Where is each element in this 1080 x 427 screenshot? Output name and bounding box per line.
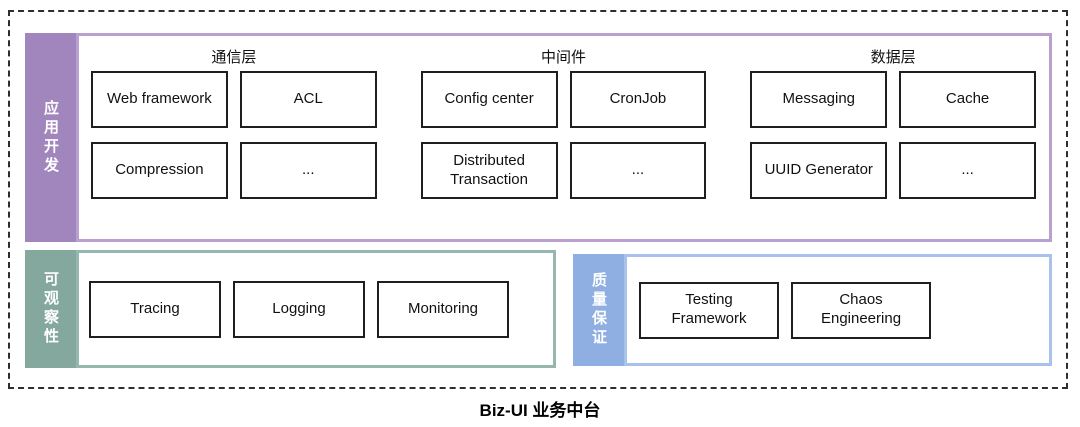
box-tracing: Tracing (89, 280, 221, 338)
box-uuid-generator: UUID Generator (750, 142, 888, 199)
group-middleware: 中间件 Config center CronJob Distributed Tr… (420, 44, 707, 239)
group-data-layer-label: 数据层 (870, 49, 916, 66)
section-quality-assurance: 质量保证 Testing Framework Chaos Engineering (573, 254, 1052, 366)
group-data-layer: 数据层 Messaging Cache UUID Generator ... (750, 44, 1037, 239)
section-observability-title: 可观察性 (42, 271, 59, 347)
box-communication-more: ... (239, 142, 377, 199)
box-middleware-more: ... (569, 142, 707, 199)
box-data-more: ... (899, 142, 1037, 199)
box-config-center: Config center (420, 71, 558, 128)
box-acl: ACL (239, 71, 377, 128)
section-app-development-sidebar: 应用开发 (25, 33, 76, 242)
group-middleware-label: 中间件 (541, 49, 587, 66)
box-web-framework: Web framework (91, 71, 228, 128)
box-monitoring: Monitoring (377, 280, 509, 338)
box-testing-framework: Testing Framework (639, 281, 779, 339)
section-app-development-content: 通信层 Web framework ACL Compression ... 中间… (76, 33, 1052, 242)
section-observability: 可观察性 Tracing Logging Monitoring (25, 250, 556, 368)
box-messaging: Messaging (750, 71, 888, 128)
group-data-layer-grid: Messaging Cache UUID Generator ... (750, 71, 1037, 199)
group-middleware-grid: Config center CronJob Distributed Transa… (420, 71, 707, 199)
platform-dashed-boundary (8, 10, 1068, 389)
box-chaos-engineering: Chaos Engineering (791, 281, 931, 339)
box-compression: Compression (91, 142, 228, 199)
box-distributed-transaction: Distributed Transaction (420, 142, 558, 199)
box-cronjob: CronJob (569, 71, 707, 128)
section-observability-sidebar: 可观察性 (25, 250, 76, 368)
box-logging: Logging (233, 280, 365, 338)
section-quality-assurance-content: Testing Framework Chaos Engineering (624, 254, 1052, 366)
group-communication-layer-grid: Web framework ACL Compression ... (91, 71, 377, 199)
group-communication-layer-label: 通信层 (211, 49, 257, 66)
section-app-development-title: 应用开发 (42, 99, 59, 176)
diagram-caption: Biz-UI 业务中台 (479, 401, 601, 420)
section-observability-content: Tracing Logging Monitoring (76, 250, 556, 368)
section-app-development: 应用开发 通信层 Web framework ACL Compression .… (25, 33, 1052, 242)
box-cache: Cache (899, 71, 1037, 128)
group-communication-layer: 通信层 Web framework ACL Compression ... (91, 44, 377, 239)
section-quality-assurance-sidebar: 质量保证 (573, 254, 624, 366)
section-quality-assurance-title: 质量保证 (590, 272, 607, 348)
